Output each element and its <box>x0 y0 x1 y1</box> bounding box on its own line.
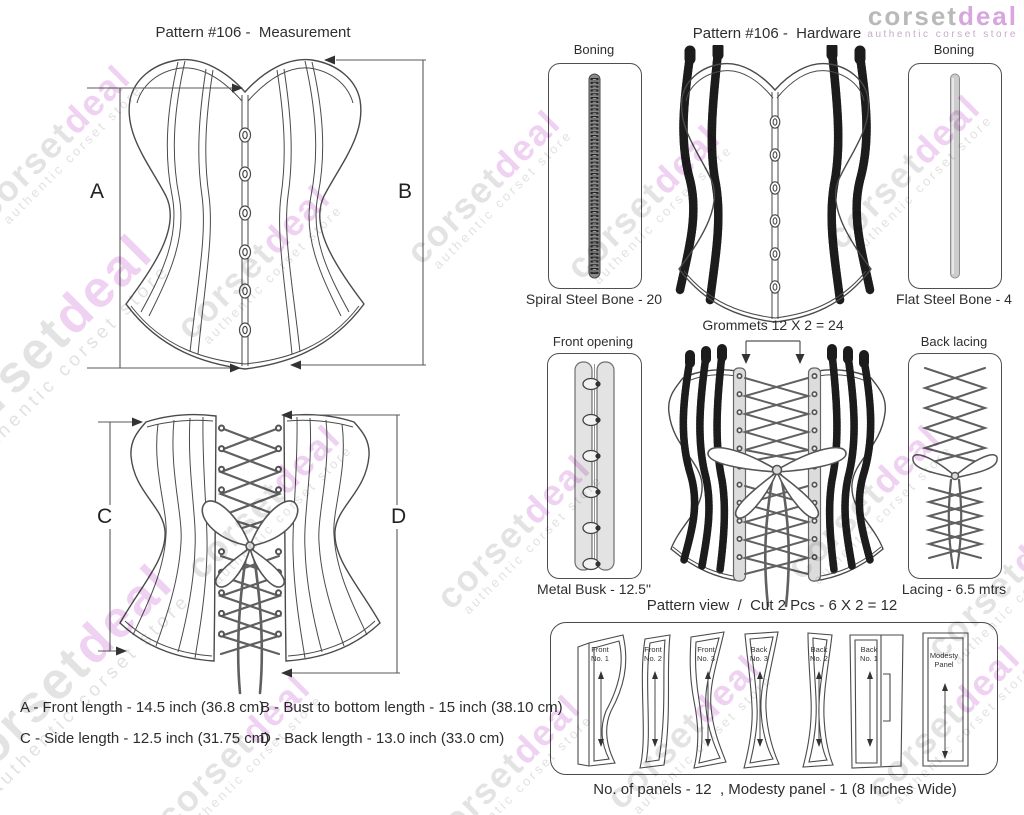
panel-label-line1: Front <box>644 645 662 654</box>
grommet-strips <box>732 367 822 582</box>
panel-label-front-2: Front No. 2 <box>631 645 675 664</box>
watermark-text: deal <box>1002 496 1024 582</box>
panel-label-front-3: Front No. 3 <box>684 645 728 664</box>
logo-part-deal: deal <box>957 1 1018 31</box>
spiral-bones <box>679 344 875 574</box>
pattern-view-title: Pattern view / Cut 2 Pcs - 6 X 2 = 12 <box>646 597 898 614</box>
flat-boning-title: Boning <box>933 42 975 57</box>
measurement-back-corset <box>98 410 400 695</box>
panel-label-line1: Back <box>810 645 828 654</box>
flat-steel-bone-drawing <box>950 73 960 279</box>
metal-busk-drawing <box>574 361 615 571</box>
panel-label-line2: No. 1 <box>860 654 878 664</box>
logo-part-corset: corset <box>867 1 958 31</box>
dim-label-d: D <box>388 505 410 529</box>
back-body <box>119 413 381 662</box>
panel-label-line2: No. 3 <box>750 654 768 664</box>
dim-label-b: B <box>398 180 413 203</box>
grommets <box>736 373 818 577</box>
back-lacing-laces <box>217 426 283 695</box>
dimension-lines-ab <box>87 59 426 369</box>
panel-label-back-2: Back No. 2 <box>797 645 841 664</box>
panel-label-line1: Back <box>750 645 768 654</box>
front-opening-caption: Metal Busk - 12.5" <box>537 581 651 597</box>
panel-label-front-1: Front No. 1 <box>578 645 622 664</box>
spiral-bones <box>675 45 875 305</box>
spiral-boning-caption: Spiral Steel Bone - 20 <box>525 291 663 307</box>
measurement-title: Pattern #106 - Measurement <box>155 24 351 41</box>
grommet-bracket <box>745 340 801 357</box>
dim-label-a: A <box>90 180 105 203</box>
note-bust-to-bottom: B - Bust to bottom length - 15 inch (38.… <box>260 699 563 716</box>
measurement-front-corset-drawing <box>87 55 426 373</box>
note-front-length: A - Front length - 14.5 inch (36.8 cm) <box>20 699 265 716</box>
pattern-view-footer: No. of panels - 12 , Modesty panel - 1 (… <box>593 781 957 798</box>
lacing-drawing <box>912 367 998 570</box>
note-back-length: D - Back length - 13.0 inch (33.0 cm) <box>260 730 505 747</box>
lacing-bow <box>707 446 847 519</box>
hardware-back-corset-drawing <box>667 340 887 608</box>
pattern-panels-drawing <box>577 631 969 769</box>
panel-label-line1: Front <box>591 645 609 654</box>
panel-label-back-3: Back No. 3 <box>737 645 781 664</box>
lacing-bow <box>201 500 299 588</box>
front-opening-title: Front opening <box>552 334 634 349</box>
hook-and-eyes <box>582 377 601 571</box>
dim-label-c: C <box>94 505 116 529</box>
grommets-label: Grommets 12 X 2 = 24 <box>702 317 844 333</box>
panel-label-modesty: Modesty Panel <box>922 651 966 670</box>
note-side-length: C - Side length - 12.5 inch (31.75 cm) <box>20 730 270 747</box>
panel-label-line2: No. 1 <box>591 654 609 664</box>
panel-label-line1: Modesty <box>929 651 959 660</box>
flat-boning-box <box>908 63 1002 289</box>
logo-wordmark: corsetdeal <box>826 3 1018 29</box>
front-opening-box <box>547 353 642 579</box>
hardware-title: Pattern #106 - Hardware <box>692 25 862 42</box>
dimension-lines-cd <box>98 414 400 674</box>
panel-label-line1: Back <box>860 645 878 654</box>
spiral-boning-title: Boning <box>573 42 615 57</box>
corsetdeal-logo: corsetdeal authentic corset store <box>826 3 1018 40</box>
spiral-steel-bone-drawing <box>588 73 601 279</box>
panel-label-line2: No. 3 <box>697 654 715 664</box>
grommets <box>218 424 282 657</box>
panel-label-line2: No. 2 <box>810 654 828 664</box>
spiral-boning-box <box>548 63 642 289</box>
watermark-text: corset <box>417 742 532 815</box>
panel-label-line1: Front <box>697 645 715 654</box>
pattern-view-box <box>550 622 998 775</box>
back-lacing-caption: Lacing - 6.5 mtrs <box>901 581 1007 597</box>
busk-loops <box>769 115 781 294</box>
back-lacing-title: Back lacing <box>920 334 988 349</box>
panel-label-line2: Panel <box>934 660 954 670</box>
busk-loops <box>238 127 252 338</box>
panel-label-back-1: Back No. 1 <box>847 645 891 664</box>
logo-tagline: authentic corset store <box>867 29 1018 40</box>
hardware-front-corset-drawing <box>675 45 875 323</box>
panel-label-line2: No. 2 <box>644 654 662 664</box>
flat-boning-caption: Flat Steel Bone - 4 <box>896 291 1012 307</box>
back-lacing-box <box>908 353 1002 579</box>
